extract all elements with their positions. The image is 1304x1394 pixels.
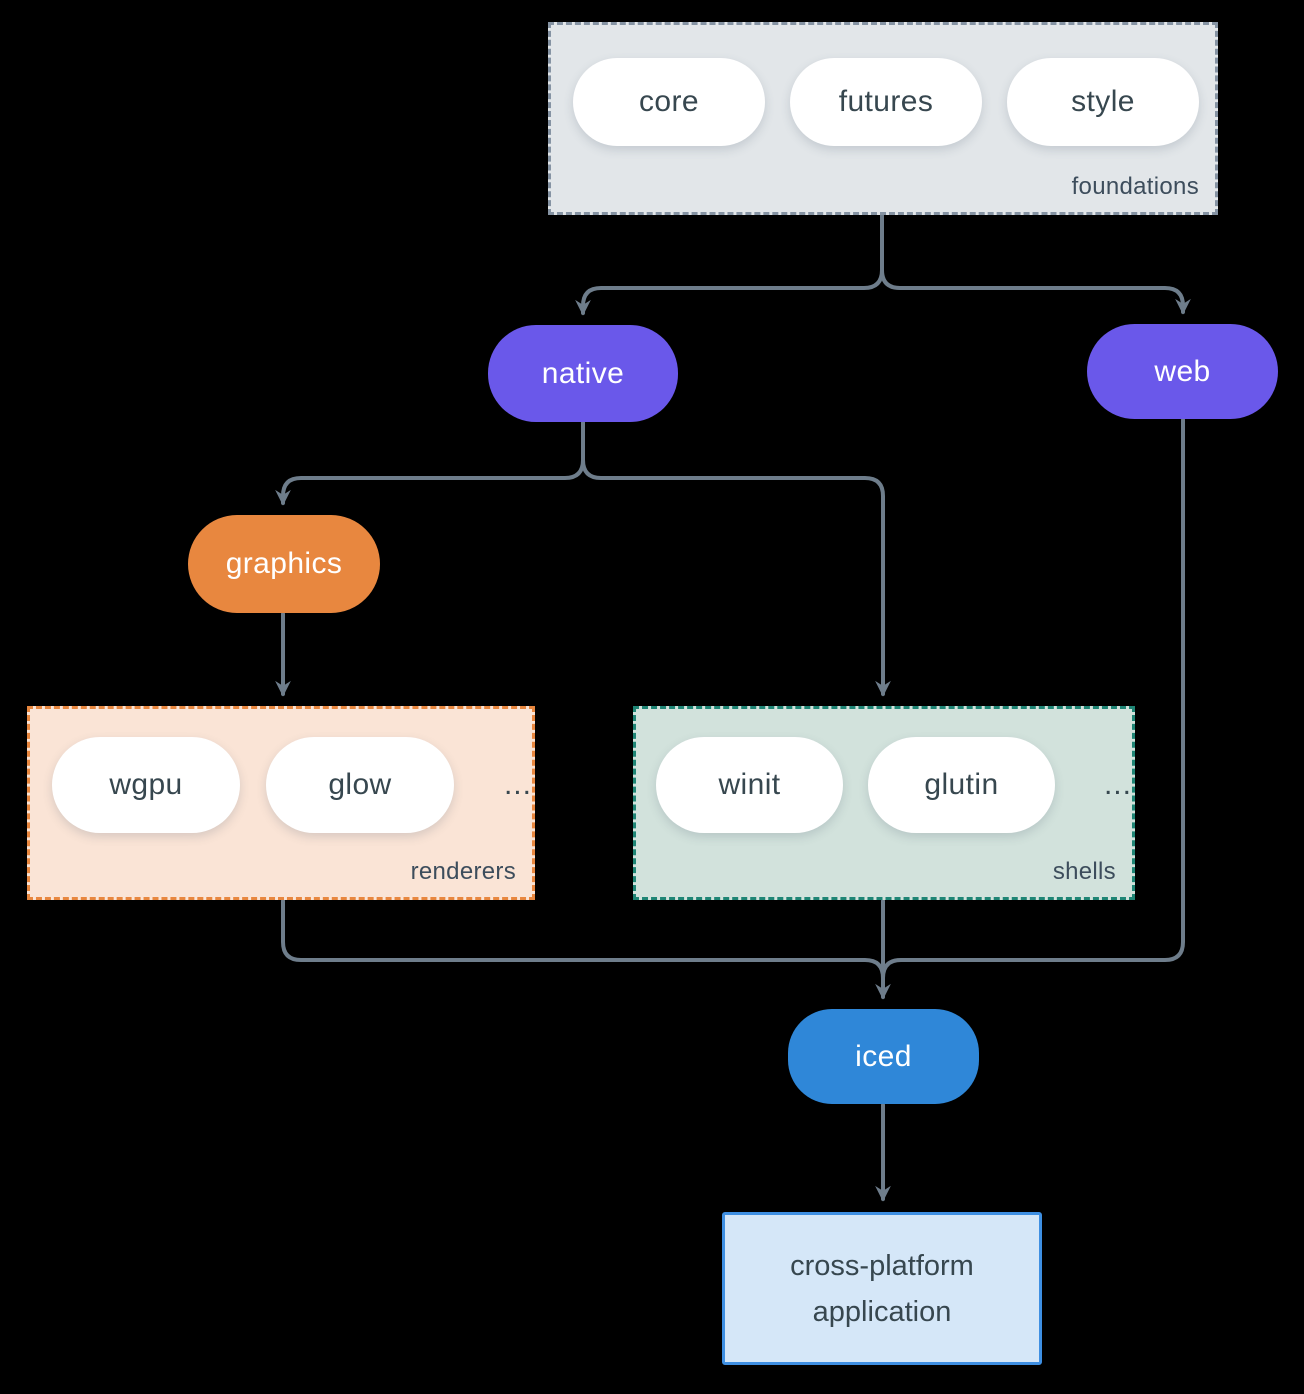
- shells-ellipsis: ...: [1103, 768, 1132, 801]
- edge-renderers-iced: [281, 899, 885, 992]
- foundations-label: foundations: [1071, 173, 1199, 200]
- edge-foundations-native: [575, 214, 884, 316]
- shells-label: shells: [1052, 858, 1116, 885]
- node-cross-platform-application: cross-platform application: [722, 1212, 1042, 1365]
- edge-native-shells: [581, 421, 891, 697]
- shells-pill-row: winit glutin ...: [636, 709, 1132, 833]
- node-graphics: graphics: [188, 515, 380, 613]
- group-foundations: core futures style foundations: [548, 22, 1218, 215]
- edge-native-graphics: [275, 421, 585, 506]
- node-glow: glow: [265, 737, 454, 833]
- renderers-pill-row: wgpu glow ...: [30, 709, 532, 833]
- node-wgpu: wgpu: [52, 737, 240, 833]
- node-iced: iced: [788, 1009, 979, 1104]
- renderers-ellipsis: ...: [503, 768, 532, 801]
- foundations-pill-row: core futures style: [551, 25, 1215, 146]
- group-renderers: wgpu glow ... renderers: [27, 706, 535, 900]
- renderers-label: renderers: [410, 858, 516, 885]
- node-style: style: [1007, 58, 1199, 146]
- node-futures: futures: [790, 58, 982, 146]
- edge-web-iced: [881, 418, 1185, 992]
- node-web: web: [1087, 324, 1278, 419]
- node-glutin: glutin: [867, 737, 1055, 833]
- group-shells: winit glutin ... shells: [633, 706, 1135, 900]
- node-winit: winit: [656, 737, 843, 833]
- edge-foundations-web: [880, 214, 1191, 315]
- node-core: core: [573, 58, 765, 146]
- node-native: native: [488, 325, 678, 422]
